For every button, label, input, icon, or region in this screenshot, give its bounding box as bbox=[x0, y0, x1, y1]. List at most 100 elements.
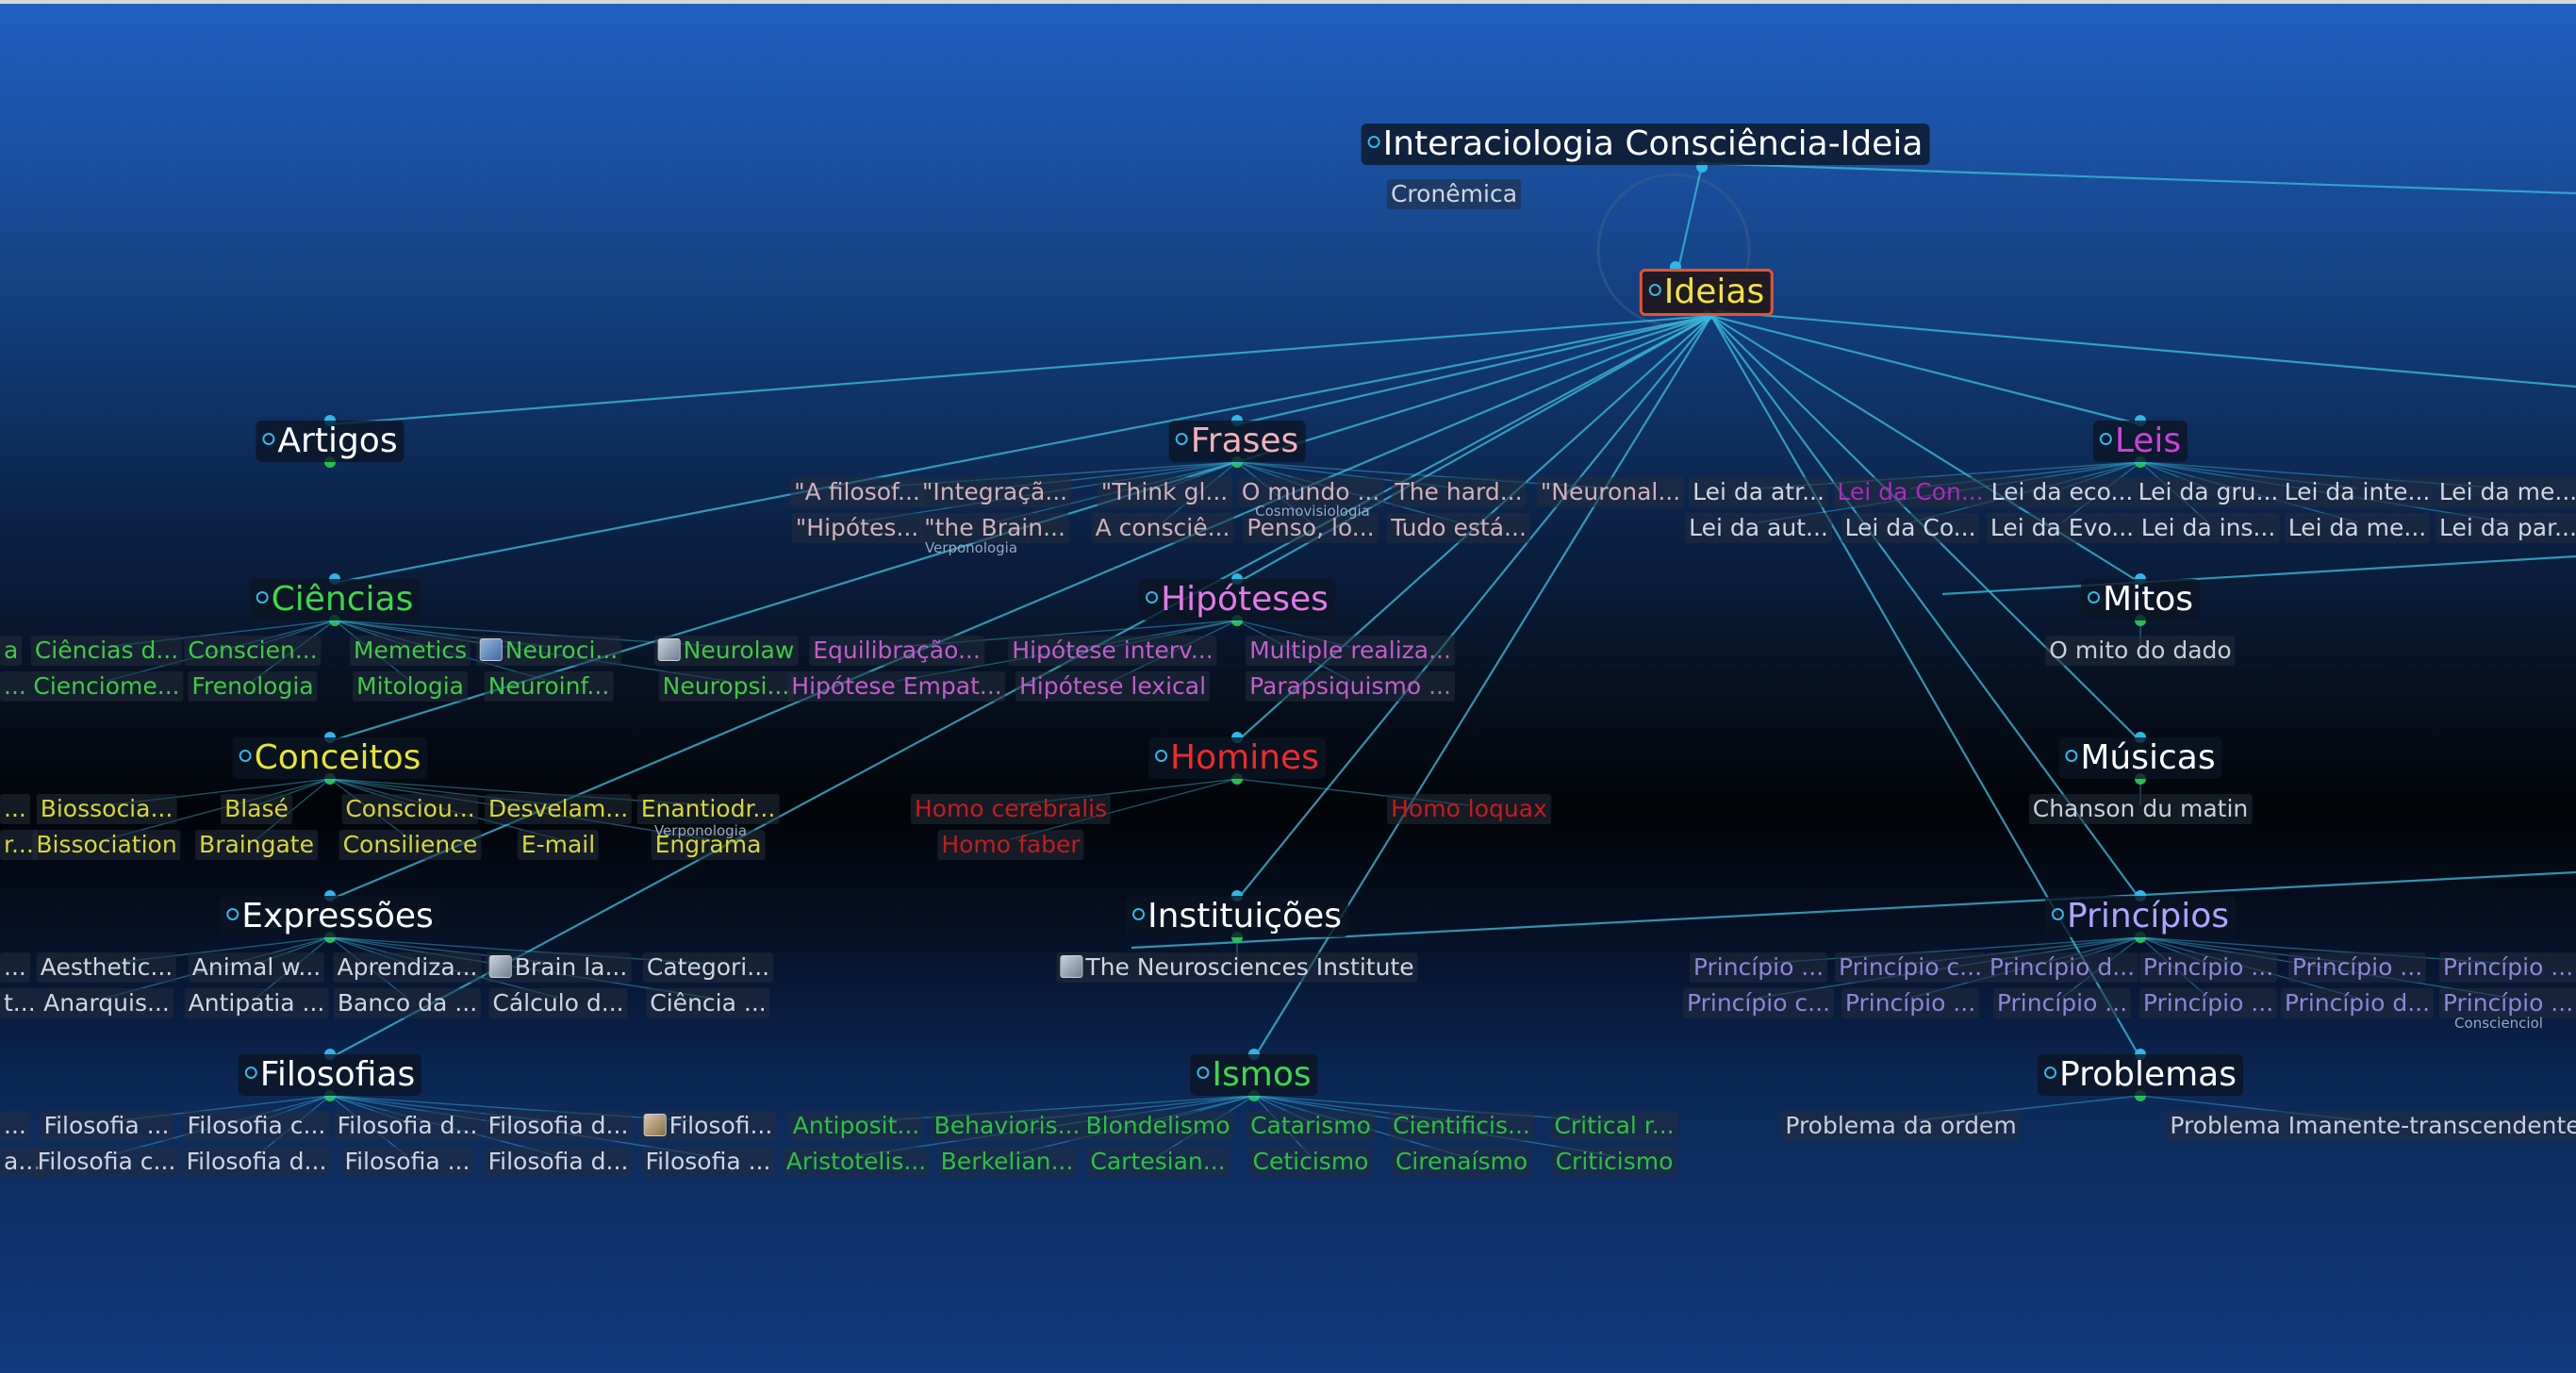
child-item-ismos[interactable]: Cirenaísmo bbox=[1391, 1147, 1532, 1177]
child-item-filosofias[interactable]: Filosofia d... bbox=[484, 1147, 633, 1177]
child-item-principios[interactable]: Princípio ... bbox=[2138, 952, 2278, 983]
child-item-leis[interactable]: Lei da ins... bbox=[2137, 513, 2280, 543]
expand-ring-icon[interactable] bbox=[2088, 590, 2101, 604]
child-item-ciencias[interactable]: Memetics bbox=[349, 636, 471, 666]
child-item-hipoteses[interactable]: Hipótese interv... bbox=[1008, 636, 1217, 666]
child-item-ismos[interactable]: Aristotelis... bbox=[782, 1147, 931, 1177]
child-item-ciencias[interactable]: Ciências d... bbox=[30, 636, 183, 666]
child-item-leis[interactable]: Lei da me... bbox=[2284, 513, 2431, 543]
group-node-artigos[interactable]: Artigos bbox=[256, 421, 405, 462]
child-item-conceitos[interactable]: Consilience bbox=[339, 830, 482, 860]
expand-ring-icon[interactable] bbox=[2044, 1066, 2056, 1079]
child-item-principios[interactable]: Princípio ... bbox=[1992, 988, 2132, 1018]
child-item-ismos[interactable]: Cientificis... bbox=[1389, 1111, 1534, 1141]
child-item-hipoteses[interactable]: Parapsiquismo ... bbox=[1246, 671, 1455, 702]
child-item-principios[interactable]: Princípio d... bbox=[1985, 952, 2139, 983]
group-node-mitos[interactable]: Mitos bbox=[2081, 579, 2200, 620]
child-item-expressoes[interactable]: Brain la... bbox=[485, 952, 632, 983]
child-item-leis[interactable]: Lei da aut... bbox=[1685, 513, 1832, 543]
child-item-principios[interactable]: Princípio c... bbox=[1682, 988, 1835, 1018]
child-item-principios[interactable]: Princípio c... bbox=[1834, 952, 1987, 983]
expand-ring-icon[interactable] bbox=[239, 749, 252, 762]
expand-ring-icon[interactable] bbox=[1175, 432, 1188, 445]
expand-ring-icon[interactable] bbox=[1146, 590, 1159, 604]
expand-ring-icon[interactable] bbox=[1197, 1066, 1210, 1079]
child-item-hipoteses[interactable]: Hipótese lexical bbox=[1015, 671, 1211, 702]
child-item-leis[interactable]: Lei da Evo... bbox=[1986, 513, 2138, 543]
child-item-ciencias[interactable]: a bbox=[0, 636, 23, 666]
expand-ring-icon[interactable] bbox=[2065, 749, 2078, 762]
child-item-problemas[interactable]: Problema Imanente-transcendente bbox=[2166, 1111, 2576, 1141]
child-item-ciencias[interactable]: Neuroinf... bbox=[484, 671, 614, 702]
root-sublabel[interactable]: Cronêmica bbox=[1386, 179, 1522, 209]
child-item-hipoteses[interactable]: Equilibração... bbox=[809, 636, 984, 666]
child-item-frases[interactable]: Tudo está... bbox=[1387, 513, 1530, 543]
child-item-conceitos[interactable]: E-mail bbox=[517, 830, 600, 860]
group-node-musicas[interactable]: Músicas bbox=[2058, 737, 2222, 779]
child-item-conceitos[interactable]: Desvelam... bbox=[484, 794, 633, 824]
child-item-ciencias[interactable]: Mitologia bbox=[353, 671, 468, 702]
child-item-leis[interactable]: Lei da Con... bbox=[1833, 477, 1988, 507]
child-item-principios[interactable]: Princípio ... bbox=[2438, 988, 2576, 1018]
child-item-ciencias[interactable]: ... bbox=[0, 671, 30, 702]
child-item-frases[interactable]: "Neuronal... bbox=[1536, 477, 1685, 507]
child-item-principios[interactable]: Princípio ... bbox=[2438, 952, 2576, 983]
child-item-frases[interactable]: "Hipótes... bbox=[791, 513, 923, 543]
child-item-filosofias[interactable]: Filosofia d... bbox=[333, 1111, 482, 1141]
child-item-frases[interactable]: A consciê... bbox=[1091, 513, 1234, 543]
child-item-expressoes[interactable]: Animal w... bbox=[188, 952, 325, 983]
child-item-expressoes[interactable]: Aesthetic... bbox=[36, 952, 177, 983]
child-item-frases[interactable]: Penso, lo... bbox=[1243, 513, 1379, 543]
child-item-filosofias[interactable]: Filosofia d... bbox=[484, 1111, 633, 1141]
child-item-expressoes[interactable]: Antipatia ... bbox=[184, 988, 329, 1018]
group-node-conceitos[interactable]: Conceitos bbox=[232, 737, 428, 779]
child-item-principios[interactable]: Princípio ... bbox=[2138, 988, 2278, 1018]
child-item-hipoteses[interactable]: Multiple realiza... bbox=[1246, 636, 1455, 666]
expand-ring-icon[interactable] bbox=[244, 1066, 257, 1079]
child-item-filosofias[interactable]: Filosofia c... bbox=[183, 1111, 330, 1141]
child-item-hipoteses[interactable]: Hipótese Empat... bbox=[787, 671, 1006, 702]
expand-ring-icon[interactable] bbox=[2099, 432, 2112, 445]
root-node[interactable]: Interaciologia Consciência-Ideia bbox=[1361, 124, 1930, 165]
child-item-expressoes[interactable]: Banco da ... bbox=[333, 988, 482, 1018]
child-item-expressoes[interactable]: t... bbox=[0, 988, 40, 1018]
child-item-instituicoes[interactable]: The Neurosciences Institute bbox=[1056, 952, 1418, 983]
child-item-principios[interactable]: Princípio d... bbox=[2280, 988, 2435, 1018]
child-item-principios[interactable]: Princípio ... bbox=[1689, 952, 1828, 983]
child-item-frases[interactable]: "A filosof... bbox=[790, 477, 924, 507]
expand-ring-icon[interactable] bbox=[262, 432, 275, 445]
child-item-ismos[interactable]: Antiposit... bbox=[788, 1111, 924, 1141]
child-item-ismos[interactable]: Blondelismo bbox=[1082, 1111, 1234, 1141]
child-item-leis[interactable]: Lei da atr... bbox=[1689, 477, 1828, 507]
child-item-expressoes[interactable]: Cálculo d... bbox=[488, 988, 628, 1018]
group-node-homines[interactable]: Homines bbox=[1148, 737, 1326, 779]
expand-ring-icon[interactable] bbox=[2051, 907, 2064, 920]
child-item-ismos[interactable]: Criticismo bbox=[1551, 1147, 1677, 1177]
child-item-conceitos[interactable]: Blasé bbox=[221, 794, 292, 824]
group-node-frases[interactable]: Frases bbox=[1168, 421, 1306, 462]
child-item-conceitos[interactable]: Engrama bbox=[651, 830, 766, 860]
child-item-filosofias[interactable]: Filosofia d... bbox=[182, 1147, 331, 1177]
group-node-ciencias[interactable]: Ciências bbox=[249, 579, 421, 620]
child-item-leis[interactable]: Lei da gru... bbox=[2134, 477, 2283, 507]
child-item-conceitos[interactable]: ... bbox=[0, 794, 30, 824]
child-item-ciencias[interactable]: Neuropsi... bbox=[658, 671, 794, 702]
child-item-homines[interactable]: Homo faber bbox=[937, 830, 1084, 860]
child-item-expressoes[interactable]: Aprendiza... bbox=[333, 952, 482, 983]
child-item-musicas[interactable]: Chanson du matin bbox=[2028, 794, 2253, 824]
child-item-ciencias[interactable]: Conscien... bbox=[184, 636, 322, 666]
child-item-ismos[interactable]: Berkelian... bbox=[936, 1147, 1078, 1177]
expand-ring-icon[interactable] bbox=[1367, 135, 1380, 148]
child-item-principios[interactable]: Princípio ... bbox=[2287, 952, 2427, 983]
child-item-leis[interactable]: Lei da me... bbox=[2435, 477, 2576, 507]
child-item-ciencias[interactable]: Frenologia bbox=[188, 671, 318, 702]
child-item-conceitos[interactable]: r... bbox=[0, 830, 38, 860]
child-item-conceitos[interactable]: Biossocia... bbox=[36, 794, 177, 824]
child-item-conceitos[interactable]: Enantiodr... bbox=[636, 794, 780, 824]
expand-ring-icon[interactable] bbox=[1155, 749, 1168, 762]
expand-ring-icon[interactable] bbox=[1648, 283, 1661, 296]
group-node-problemas[interactable]: Problemas bbox=[2038, 1054, 2243, 1096]
group-node-filosofias[interactable]: Filosofias bbox=[238, 1054, 422, 1096]
child-item-mitos[interactable]: O mito do dado bbox=[2045, 636, 2236, 666]
child-item-ciencias[interactable]: Neuroci... bbox=[475, 636, 622, 666]
